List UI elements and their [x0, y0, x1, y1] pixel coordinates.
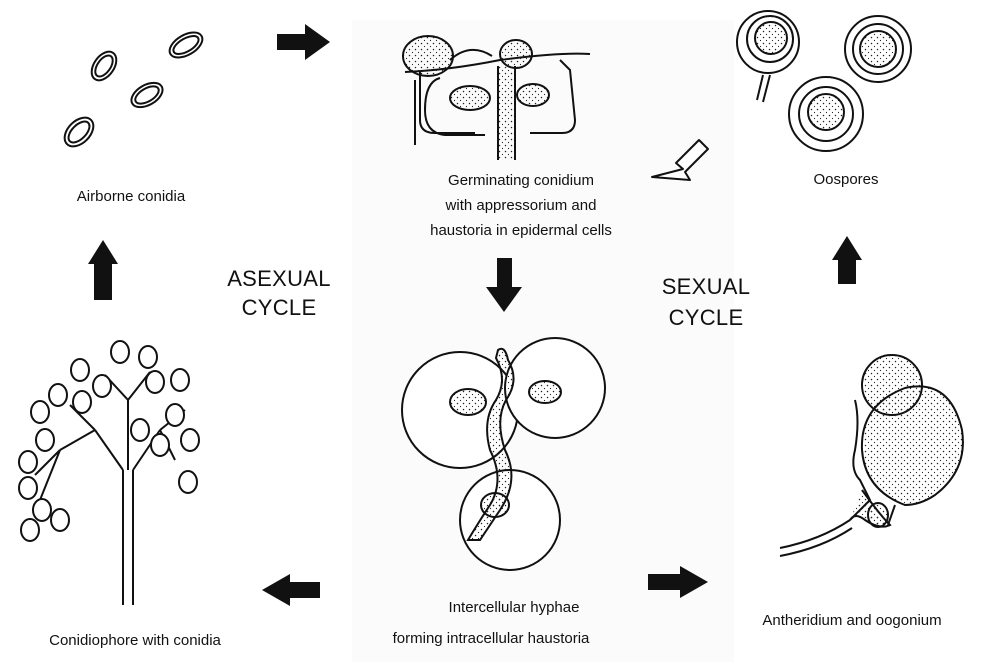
label-intercellular-line1: Intercellular hyphae [384, 595, 644, 620]
hollow-arrow-diagonal [652, 140, 708, 180]
airborne-conidia-illustration [59, 27, 206, 151]
label-oospores: Oospores [790, 167, 902, 192]
arrow-right-bottom [648, 566, 708, 598]
arrow-left-bottom [262, 574, 320, 606]
label-airborne-conidia: Airborne conidia [56, 184, 206, 209]
label-asexual-cycle-line2: CYCLE [204, 293, 354, 322]
arrow-up-left [88, 240, 118, 300]
label-germinating-line3: haustoria in epidermal cells [392, 218, 650, 243]
arrow-down-center [486, 258, 522, 312]
label-sexual-cycle-line1: SEXUAL [636, 272, 776, 301]
label-conidiophore: Conidiophore with conidia [4, 628, 266, 653]
label-germinating-line2: with appressorium and [392, 193, 650, 218]
arrow-right-top [277, 24, 330, 60]
conidiophore-illustration [19, 341, 199, 605]
antheridium-oogonium-illustration [780, 355, 963, 556]
label-germinating-line1: Germinating conidium [392, 168, 650, 193]
germinating-conidium-illustration [403, 36, 590, 160]
oospores-illustration [737, 11, 911, 151]
arrow-up-right [832, 236, 862, 284]
label-sexual-cycle-line2: CYCLE [636, 303, 776, 332]
label-intercellular-line2: forming intracellular haustoria [346, 626, 636, 651]
label-antheridium-oogonium: Antheridium and oogonium [726, 608, 978, 633]
label-asexual-cycle-line1: ASEXUAL [204, 264, 354, 293]
intercellular-hyphae-illustration [402, 338, 605, 570]
